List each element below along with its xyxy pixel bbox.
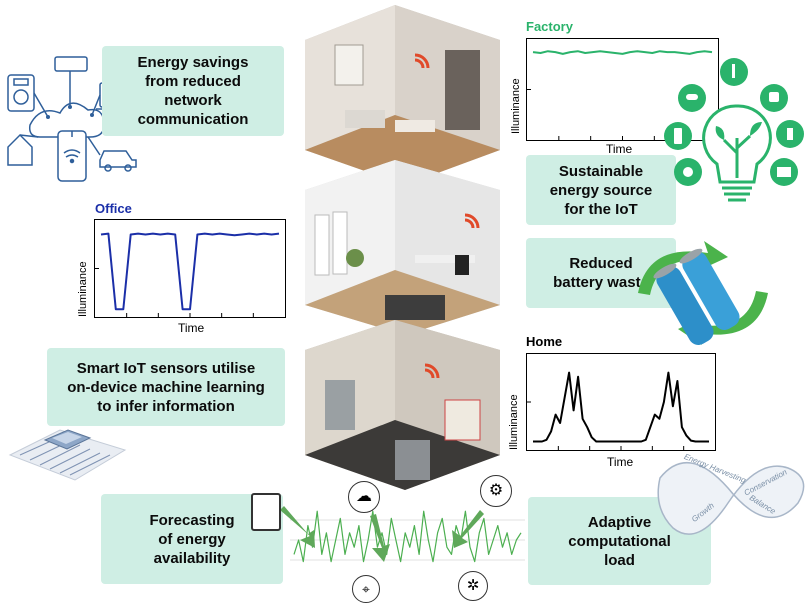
home-ylabel: Illuminance <box>508 394 520 450</box>
forecast-trace <box>290 500 525 580</box>
smart-sensors-label: Smart IoT sensors utilise on-device mach… <box>47 348 285 426</box>
car-icon <box>99 150 137 168</box>
forecast-arrows <box>280 506 484 562</box>
house-icon <box>7 133 33 166</box>
living-room-floor <box>305 5 500 185</box>
office-chart-plot <box>94 219 286 318</box>
office-floor <box>305 160 500 335</box>
settings-icon: ⚙ <box>480 475 512 507</box>
sustainability-lightbulb-icon <box>664 58 804 202</box>
battery-recycle-illustration <box>638 241 768 345</box>
series-line <box>293 510 522 563</box>
network-illustration <box>7 56 140 182</box>
battery-icon <box>682 251 740 330</box>
weather-icon: ☁ <box>348 481 380 513</box>
wireless-signal-icon <box>464 213 480 229</box>
renewable-icon: ✲ <box>458 571 488 601</box>
home-xlabel: Time <box>607 455 634 469</box>
phone-icon <box>57 130 87 182</box>
solar-document-icon <box>251 493 281 531</box>
office-chart-title: Office <box>95 201 132 216</box>
factory-xlabel: Time <box>606 142 633 156</box>
router-icon <box>54 56 88 72</box>
factory-chart-title: Factory <box>526 19 573 34</box>
wireless-signal-icon <box>424 363 440 379</box>
office-xlabel: Time <box>178 321 205 335</box>
office-ylabel: Illuminance <box>77 261 89 317</box>
cloud-icon <box>28 102 105 138</box>
series-line <box>532 50 713 55</box>
series-line <box>533 371 709 443</box>
battery-icon <box>656 266 714 345</box>
home-chart-title: Home <box>526 334 563 349</box>
building-illustration <box>305 5 500 490</box>
sustainable-energy-label: Sustainable energy source for the IoT <box>526 155 676 225</box>
series-line <box>100 232 280 311</box>
factory-ylabel: Illuminance <box>510 78 522 134</box>
processor-chip-illustration <box>8 429 127 481</box>
infinity-loop-graphic <box>657 462 805 535</box>
energy-savings-label: Energy savings from reduced network comm… <box>102 46 284 136</box>
home-chart-plot <box>526 353 716 451</box>
location-pin-icon: ⌖ <box>352 575 380 603</box>
wireless-signal-icon <box>414 53 430 69</box>
factory-floor <box>305 320 500 490</box>
speaker-icon <box>7 74 35 112</box>
